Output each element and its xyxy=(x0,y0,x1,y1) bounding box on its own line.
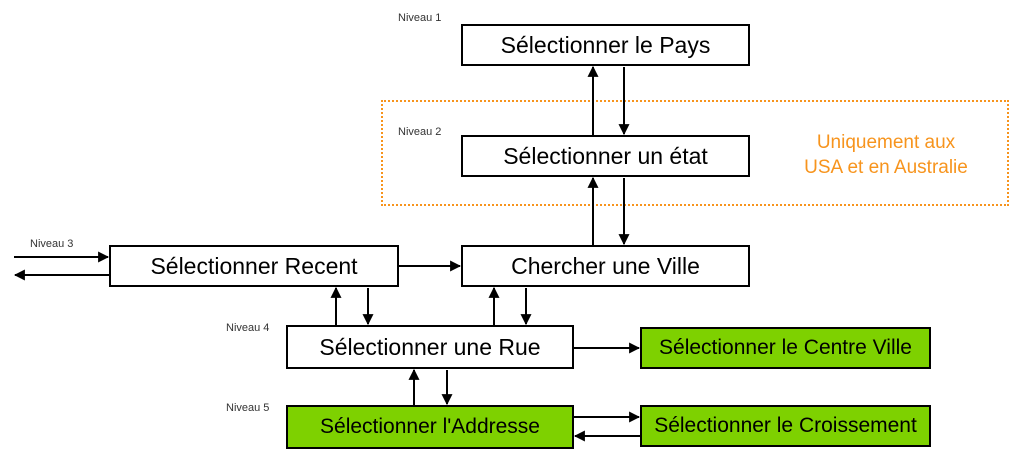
select-country-box: Sélectionner le Pays xyxy=(461,24,750,66)
select-address-box: Sélectionner l'Addresse xyxy=(286,405,574,449)
select-state-box: Sélectionner un état xyxy=(461,135,750,177)
level-5-label: Niveau 5 xyxy=(226,402,270,414)
select-intersection-box: Sélectionner le Croissement xyxy=(640,405,931,447)
region-note-line-2: USA et en Australie xyxy=(804,157,968,178)
region-note: Uniquement aux USA et en Australie xyxy=(786,130,986,180)
level-3-label: Niveau 3 xyxy=(30,238,74,250)
region-note-line-1: Uniquement aux xyxy=(816,132,956,153)
level-2-label: Niveau 2 xyxy=(398,126,442,138)
select-street-box: Sélectionner une Rue xyxy=(286,325,574,369)
select-city-center-box: Sélectionner le Centre Ville xyxy=(640,327,931,369)
level-4-label: Niveau 4 xyxy=(226,322,270,334)
usa-australia-region xyxy=(381,100,1009,206)
search-city-box: Chercher une Ville xyxy=(461,245,750,287)
level-1-label: Niveau 1 xyxy=(398,12,442,24)
select-recent-box: Sélectionner Recent xyxy=(109,245,399,287)
